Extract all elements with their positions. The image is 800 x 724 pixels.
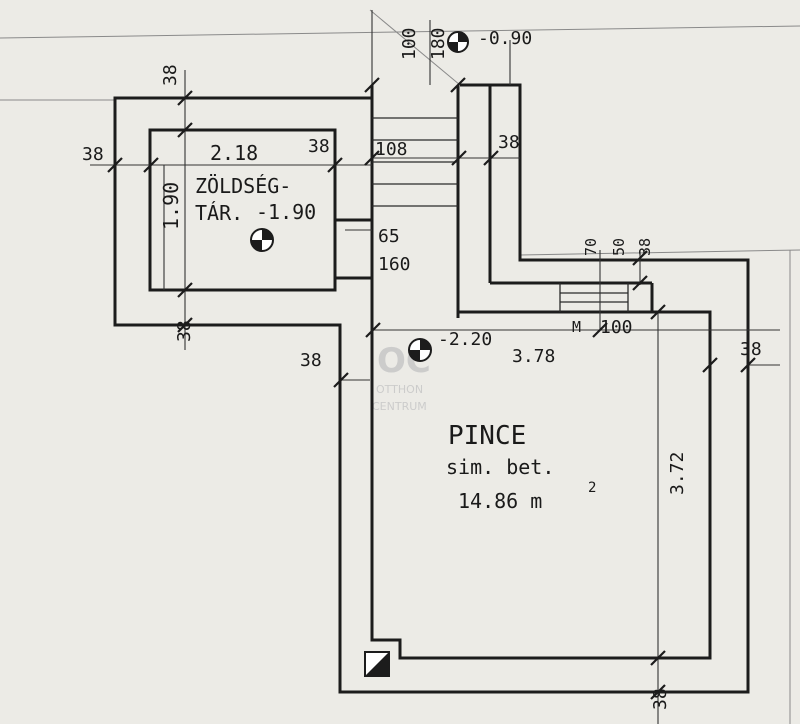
stair-dim-160: 160 <box>378 254 411 275</box>
cellar-level: -2.20 <box>438 329 492 350</box>
step-dim-100: 100 <box>600 317 633 338</box>
stair-dim-180: 180 <box>428 27 449 60</box>
cellar-area-sup: 2 <box>588 480 596 496</box>
storage-width: 2.18 <box>210 141 258 165</box>
watermark-logo: OC OTTHON CENTRUM <box>372 341 431 413</box>
dimension-lines <box>90 10 780 724</box>
level-marker-cellar <box>408 338 432 362</box>
stair-dim-100: 100 <box>399 27 420 60</box>
step-dim-50: 50 <box>610 238 628 256</box>
storage-name-line2: TÁR. <box>195 201 243 225</box>
cellar-finish: sim. bet. <box>446 455 554 479</box>
level-marker-stair-top <box>447 31 469 53</box>
stair-treads <box>372 117 629 312</box>
dimension-ticks <box>107 77 756 700</box>
stair-dim-108: 108 <box>375 139 408 160</box>
wall-top-left: 38 <box>160 64 181 86</box>
wall-left: 38 <box>82 144 104 165</box>
wall-bottom: 38 <box>650 688 671 710</box>
outer-wall <box>113 83 750 694</box>
cellar-inner-wall <box>370 310 712 660</box>
cellar-name: PINCE <box>448 421 526 451</box>
wall-left-bottom: 38 <box>174 320 195 342</box>
step-dim-38: 38 <box>636 238 654 256</box>
level-marker-storage <box>250 228 274 252</box>
watermark-line1: OTTHON <box>376 383 423 396</box>
cellar-area: 14.86 m <box>458 489 542 513</box>
construction-lines <box>0 9 800 724</box>
watermark-line2: CENTRUM <box>372 400 427 413</box>
storage-inner-wall <box>148 128 337 292</box>
stair-top-level: -0.90 <box>478 28 532 49</box>
cellar-width: 3.78 <box>512 346 555 367</box>
wall-cellar-left: 38 <box>300 350 322 371</box>
step-dim-70: 70 <box>582 238 600 256</box>
wall-cellar-right: 38 <box>740 339 762 360</box>
stair-dim-65: 65 <box>378 226 400 247</box>
step-label-m: M <box>572 318 581 336</box>
cellar-height: 3.72 <box>667 452 688 495</box>
storage-level: -1.90 <box>256 200 316 224</box>
storage-height: 1.90 <box>159 182 183 230</box>
floor-drain-icon <box>364 651 390 677</box>
storage-name-line1: ZÖLDSÉG- <box>195 174 291 198</box>
wall-inner-divider: 38 <box>308 136 330 157</box>
wall-right-stair: 38 <box>498 132 520 153</box>
walls <box>113 83 750 694</box>
